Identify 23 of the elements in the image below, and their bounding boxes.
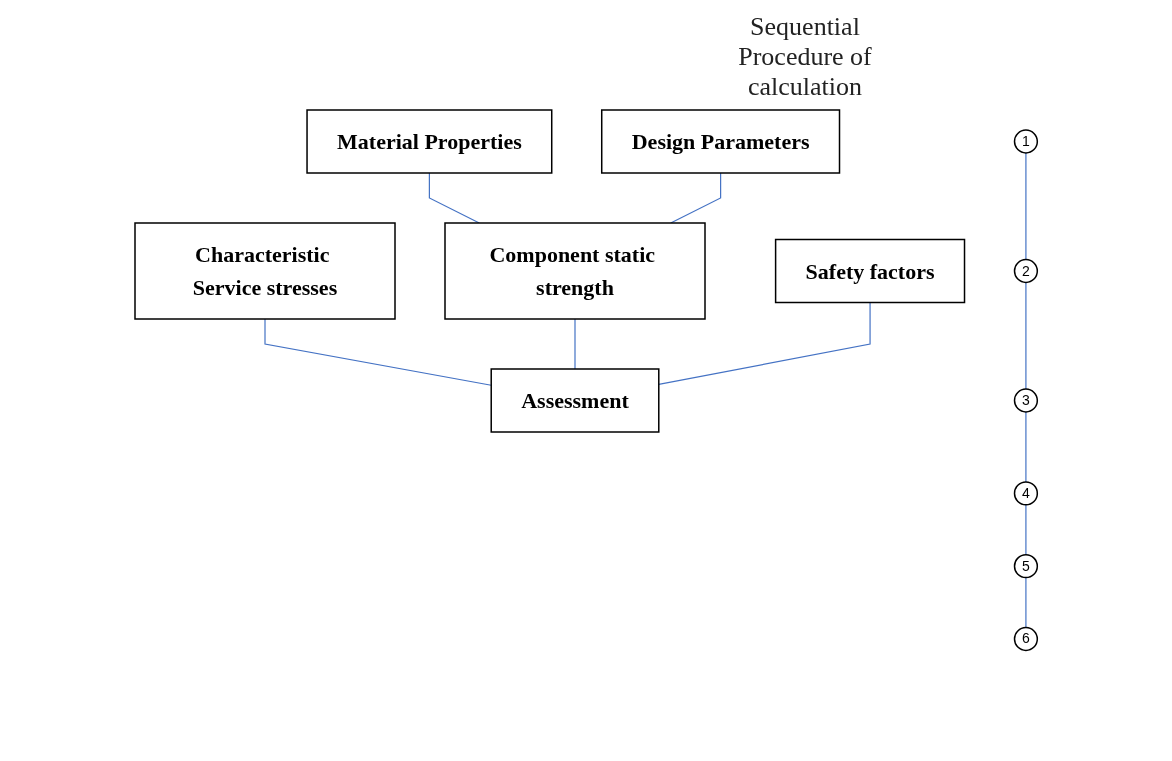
connector bbox=[1025, 577, 1027, 629]
node-circle: 6 bbox=[1013, 627, 1038, 652]
connector bbox=[1025, 152, 1027, 261]
node-circle: 4 bbox=[1013, 481, 1038, 506]
node-circle: 3 bbox=[1013, 388, 1038, 413]
node-box: Design Parameters bbox=[600, 109, 841, 175]
node-box: Material Properties bbox=[306, 109, 553, 175]
node-box: Component static strength bbox=[444, 222, 706, 321]
node-box: Assessment bbox=[490, 368, 660, 434]
diagram-title: Sequential Procedure of calculation bbox=[737, 12, 873, 102]
connector bbox=[574, 318, 576, 370]
connector bbox=[1025, 504, 1027, 556]
connector bbox=[428, 172, 480, 224]
connector bbox=[658, 302, 871, 386]
connector bbox=[1025, 411, 1027, 483]
node-circle: 1 bbox=[1013, 129, 1038, 154]
node-circle: 5 bbox=[1013, 554, 1038, 579]
connector bbox=[264, 318, 492, 387]
node-box: Safety factors bbox=[774, 239, 966, 304]
connector bbox=[1025, 282, 1027, 390]
node-circle: 2 bbox=[1013, 259, 1038, 284]
connector bbox=[670, 172, 722, 224]
node-box: Characteristic Service stresses bbox=[134, 222, 396, 321]
